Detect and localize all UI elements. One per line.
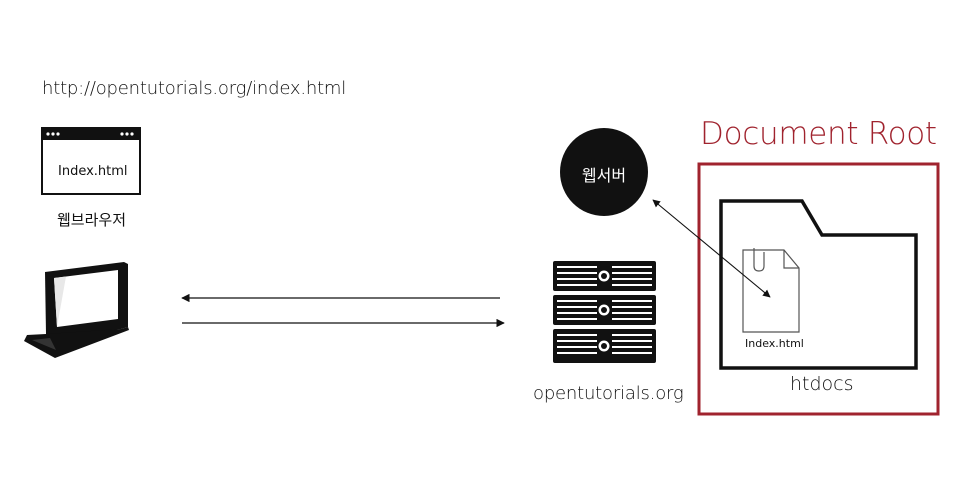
server-host-label: opentutorials.org	[533, 383, 684, 404]
webserver-circle	[560, 128, 648, 216]
document-root-title: Document Root	[700, 116, 937, 152]
file-label: Index.html	[745, 337, 804, 350]
webserver-label: 웹서버	[581, 166, 627, 185]
file-icon	[742, 248, 800, 333]
browser-url: http://opentutorials.org/index.html	[42, 78, 347, 99]
laptop-icon	[24, 262, 129, 358]
folder-label: htdocs	[790, 373, 854, 395]
serve-file-arrow	[652, 199, 771, 298]
browser-file-label: Index.html	[58, 164, 128, 179]
server-rack-icon	[553, 261, 656, 363]
browser-label: 웹브라우저	[57, 211, 127, 229]
browser-window-icon	[41, 127, 141, 195]
